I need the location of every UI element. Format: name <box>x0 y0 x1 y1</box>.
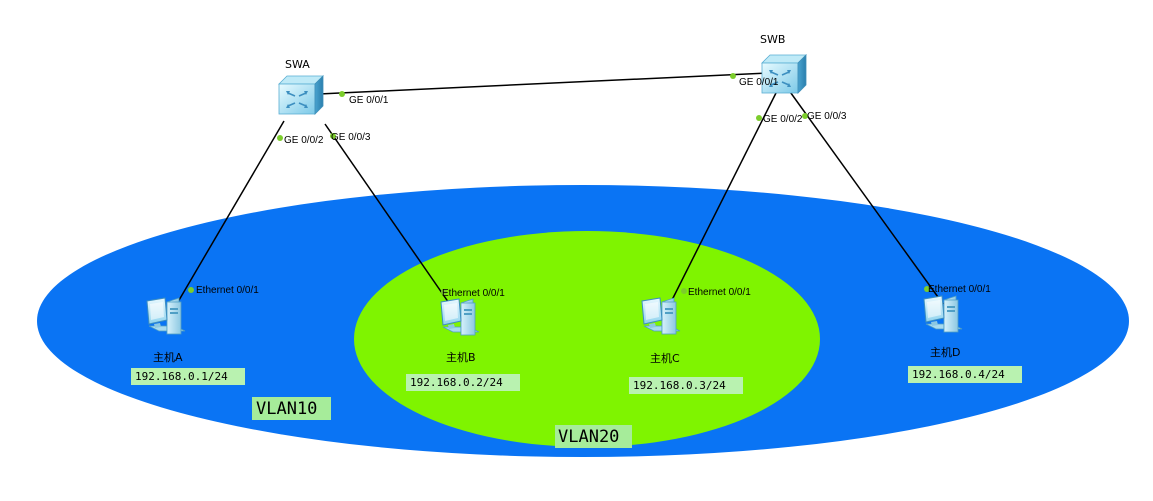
vlan20-label-box <box>555 425 632 448</box>
port-dot <box>802 113 808 119</box>
swa-port-ge1: GE 0/0/1 <box>349 95 389 106</box>
host-d-ip: 192.168.0.4/24 <box>912 368 1005 381</box>
port-dot <box>756 115 762 121</box>
host-b-ip-box <box>406 374 520 391</box>
host-b-port: Ethernet 0/0/1 <box>442 288 505 299</box>
host-a-name: 主机A <box>153 350 183 364</box>
switch-swb[interactable]: SWB <box>760 33 807 94</box>
swb-port-ge1: GE 0/0/1 <box>739 77 779 88</box>
port-dot <box>330 133 336 139</box>
host-b-name: 主机B <box>446 350 476 364</box>
port-dot <box>277 135 283 141</box>
port-dot <box>681 288 687 294</box>
host-b[interactable]: 主机B <box>440 298 480 364</box>
port-dot <box>924 286 930 292</box>
swa-port-ge2: GE 0/0/2 <box>284 135 324 146</box>
host-a[interactable]: 主机A <box>146 297 186 364</box>
host-c[interactable]: 主机C <box>641 297 681 365</box>
link-swa-swb <box>318 72 769 95</box>
swb-port-ge2: GE 0/0/2 <box>763 114 803 125</box>
host-d-name: 主机D <box>930 345 960 359</box>
switch-icon <box>278 75 324 115</box>
host-d-ip-box <box>908 366 1022 383</box>
switch-swa[interactable]: SWA <box>278 58 324 115</box>
port-dot <box>188 287 194 293</box>
host-c-port: Ethernet 0/0/1 <box>688 287 751 298</box>
vlan20-label: VLAN20 <box>558 427 619 447</box>
link-swa-hostb <box>324 123 452 307</box>
host-a-ip-box <box>131 368 245 385</box>
host-d[interactable]: 主机D <box>923 295 963 359</box>
host-c-ip-box <box>629 377 743 394</box>
vlan10-label: VLAN10 <box>256 399 317 419</box>
link-swb-hostd <box>787 88 944 305</box>
switch-swa-name: SWA <box>285 58 310 71</box>
switch-swb-name: SWB <box>760 33 785 46</box>
swb-port-ge3: GE 0/0/3 <box>807 111 847 122</box>
vlan10-label-box <box>252 397 331 420</box>
host-a-ip: 192.168.0.1/24 <box>135 370 228 383</box>
port-dot <box>441 289 447 295</box>
host-c-ip: 192.168.0.3/24 <box>633 379 726 392</box>
host-c-name: 主机C <box>650 351 680 365</box>
link-swb-hostc <box>668 88 779 307</box>
host-b-ip: 192.168.0.2/24 <box>410 376 503 389</box>
link-swa-hosta <box>174 120 285 308</box>
vlan20-area <box>354 231 820 447</box>
port-dot <box>730 73 736 79</box>
swa-port-ge3: GE 0/0/3 <box>331 132 371 143</box>
port-dot <box>339 91 345 97</box>
host-d-port: Ethernet 0/0/1 <box>928 284 991 295</box>
host-a-port: Ethernet 0/0/1 <box>196 285 259 296</box>
